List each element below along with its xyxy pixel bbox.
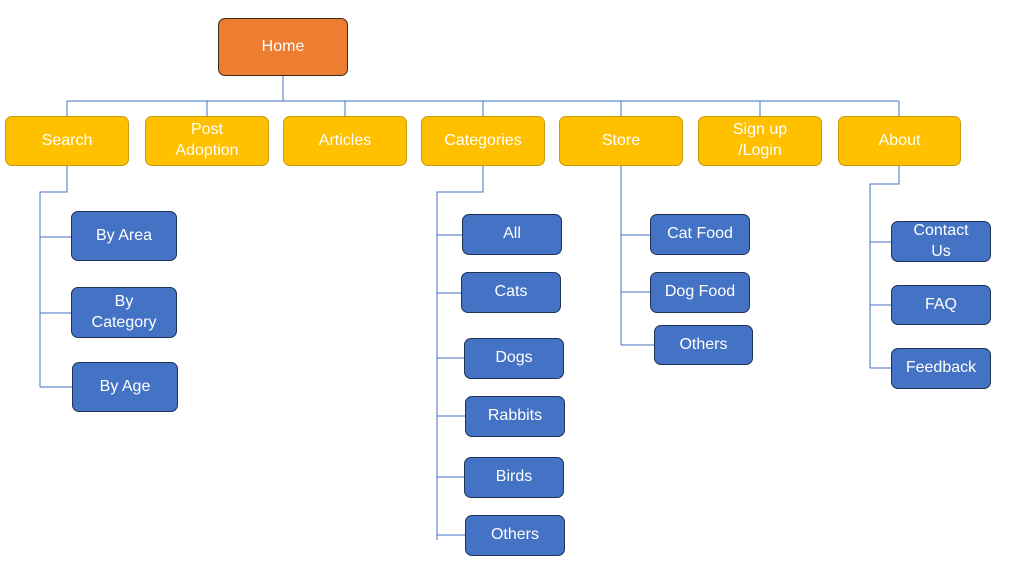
node-faq: FAQ: [891, 285, 991, 325]
node-dogs: Dogs: [464, 338, 564, 379]
node-categories: Categories: [421, 116, 545, 166]
node-about: About: [838, 116, 961, 166]
node-cat-food: Cat Food: [650, 214, 750, 255]
node-articles: Articles: [283, 116, 407, 166]
connector-line: [436, 166, 484, 540]
node-post-adoption: Post Adoption: [145, 116, 269, 166]
node-rabbits: Rabbits: [465, 396, 565, 437]
node-dog-food: Dog Food: [650, 272, 750, 313]
node-by-area: By Area: [71, 211, 177, 261]
node-all: All: [462, 214, 562, 255]
node-cats: Cats: [461, 272, 561, 313]
connector-line: [39, 166, 68, 387]
node-by-age: By Age: [72, 362, 178, 412]
node-store: Store: [559, 116, 683, 166]
node-search: Search: [5, 116, 129, 166]
node-home: Home: [218, 18, 348, 76]
node-categories-others: Others: [465, 515, 565, 556]
node-contact-us: Contact Us: [891, 221, 991, 262]
node-by-category: By Category: [71, 287, 177, 338]
node-birds: Birds: [464, 457, 564, 498]
node-feedback: Feedback: [891, 348, 991, 389]
connector-line: [869, 166, 900, 368]
node-signup-login: Sign up /Login: [698, 116, 822, 166]
node-store-others: Others: [654, 325, 753, 365]
